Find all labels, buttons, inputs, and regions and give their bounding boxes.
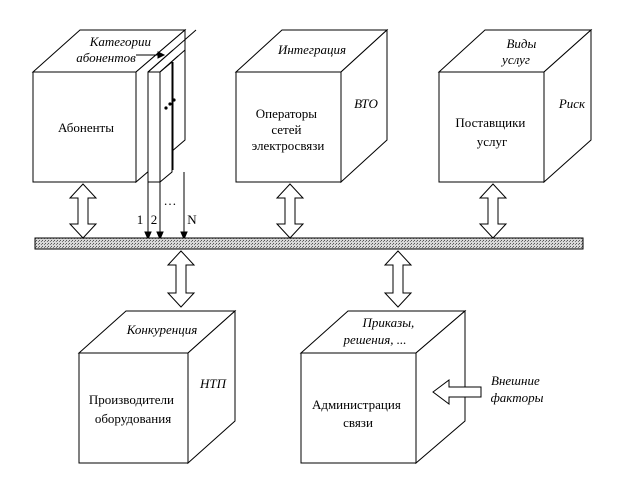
common-bus (34, 237, 584, 250)
double-arrow-icon (478, 183, 508, 239)
external-factors-arrow-icon (432, 379, 482, 405)
subscribers-cube (31, 28, 197, 184)
category-layer-line (159, 55, 179, 73)
providers-top-label: Виды услуг (500, 36, 539, 67)
double-arrow-icon (275, 183, 305, 239)
channel-label-1: 1 (137, 212, 144, 227)
subscribers-front-label: Абоненты (58, 120, 114, 135)
administration-top-label: Приказы, решения, ... (342, 315, 417, 347)
administration-front-label: Администрация связи (312, 397, 404, 430)
channel-label-2: 2 (151, 212, 158, 227)
double-arrow-icon (166, 250, 196, 308)
manufacturers-cube (77, 309, 237, 465)
manufacturers-front-label: Производители оборудования (89, 392, 177, 426)
external-factors-label: Внешние факторы (491, 373, 544, 405)
providers-side-label: Риск (558, 96, 586, 111)
category-layer-line (147, 29, 197, 73)
operators-top-label: Интеграция (277, 42, 346, 57)
channel-label-n: N (187, 212, 197, 227)
providers-cube (437, 28, 593, 184)
operators-side-label: ВТО (354, 96, 378, 111)
operators-front-label: Операторы сетей электросвязи (252, 106, 325, 153)
channel-label-ellipsis: … (164, 193, 177, 208)
subscribers-cube-front (32, 71, 137, 183)
category-dots-icon (164, 98, 176, 110)
double-arrow-icon (68, 183, 98, 239)
manufacturers-top-label: Конкуренция (126, 322, 198, 337)
channel-arrows (144, 172, 188, 241)
category-layer (159, 60, 173, 184)
administration-cube (299, 309, 467, 465)
providers-front-label: Поставщики услуг (455, 115, 528, 149)
double-arrow-icon (383, 250, 413, 308)
manufacturers-side-label: НТП (199, 376, 228, 391)
subscribers-top-label: Категории абонентов (76, 34, 154, 65)
operators-cube (234, 28, 389, 184)
category-arrow-icon (136, 51, 166, 59)
category-layer (147, 71, 161, 183)
